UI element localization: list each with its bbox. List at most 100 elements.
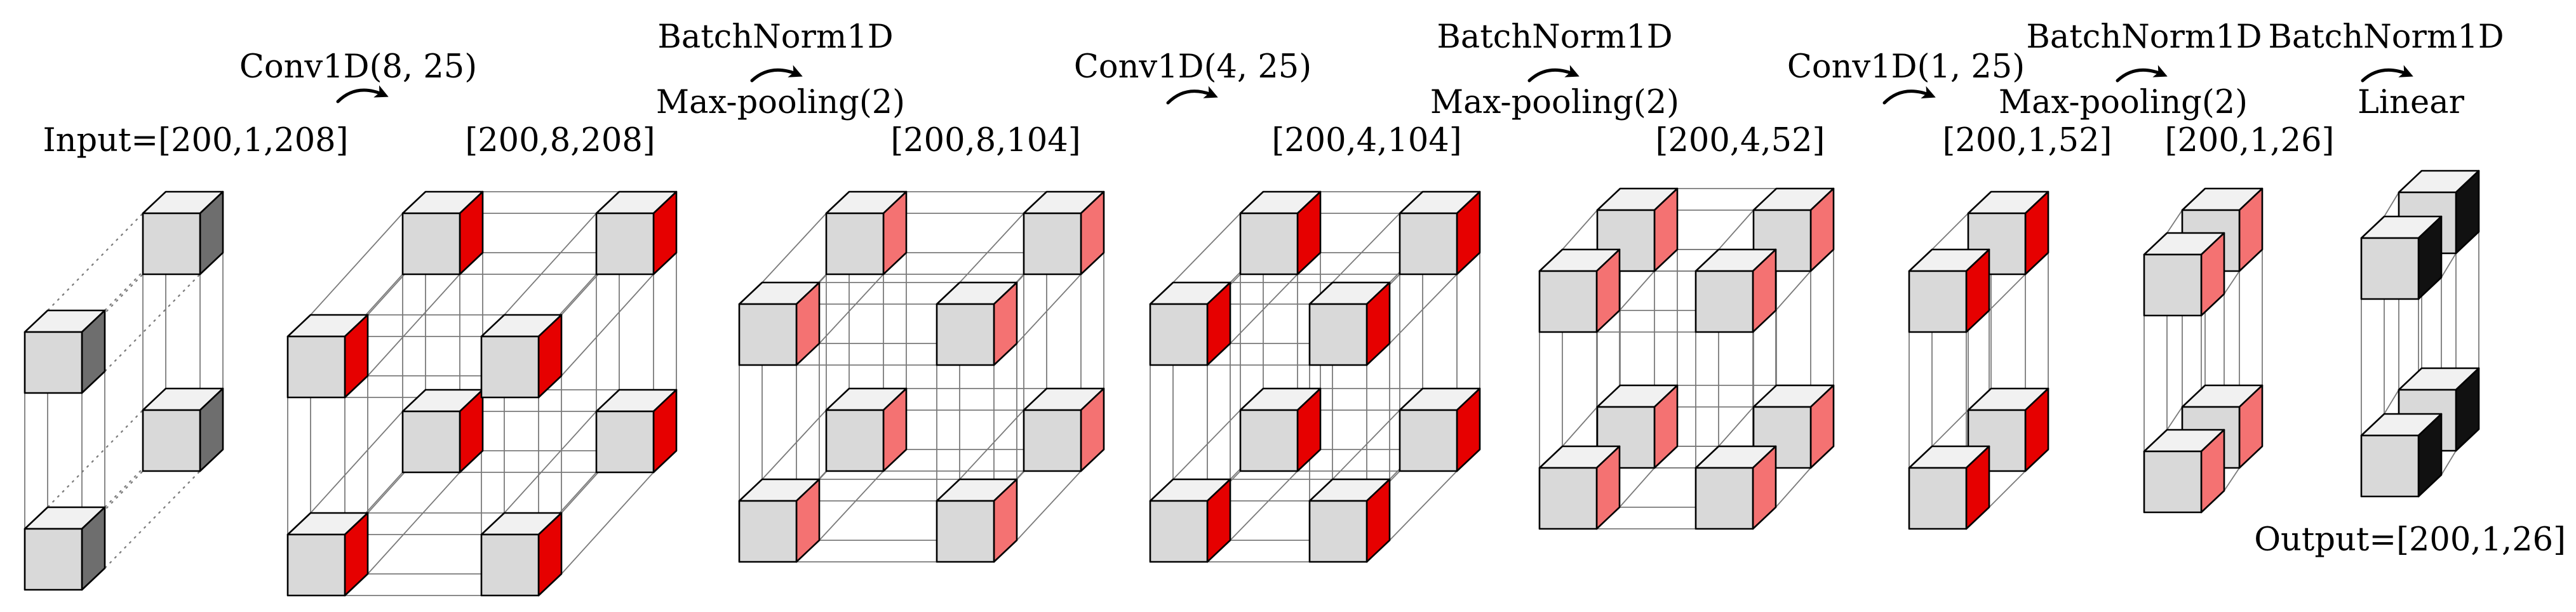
depth-connector-line: [504, 213, 597, 316]
maxpool2-label: Max-pooling(2): [1430, 84, 1679, 121]
curved-arrow-icon: [1166, 86, 1218, 105]
cube-front-face: [1149, 500, 1209, 563]
pool3-tensor-block: [2143, 187, 2264, 514]
cube: [1023, 190, 1105, 276]
cube-front-face: [1596, 406, 1656, 469]
cube: [1149, 281, 1231, 366]
conv3-tensor-block: [1908, 190, 2049, 530]
depth-connector-line: [1230, 470, 1298, 541]
pool2-tensor-block: [1538, 187, 1835, 530]
depth-connector-line: [310, 411, 403, 514]
cube: [738, 281, 821, 366]
cube-stack: [2360, 170, 2480, 498]
curved-arrow-icon: [1882, 86, 1936, 105]
tensor-blocks: [23, 170, 2480, 597]
depth-connector-line: [1989, 470, 2026, 508]
depth-connector-line: [1172, 409, 1241, 480]
pool1-shape-label: [200,8,104]: [890, 122, 1080, 159]
depth-connector-line: [504, 411, 597, 514]
curved-arrow-icon: [2116, 65, 2168, 83]
cube: [2360, 413, 2443, 498]
pool3-shape-label: [200,1,26]: [2165, 122, 2335, 159]
cube-stack: [1908, 190, 2049, 530]
cube-front-face: [738, 303, 798, 366]
cube: [825, 387, 908, 472]
curved-arrow-icon: [1527, 65, 1580, 83]
cube-front-face: [1694, 467, 1754, 530]
cube: [1908, 445, 1990, 530]
depth-connector-line: [104, 274, 201, 372]
cube-stack: [23, 190, 224, 591]
depth-connector-line: [1562, 210, 1598, 250]
cube-front-face: [401, 410, 461, 474]
cube: [1239, 190, 1322, 276]
depth-connector-line: [561, 274, 654, 376]
cube-stack: [2143, 187, 2264, 514]
cube: [1752, 187, 1835, 272]
depth-connector-line: [1775, 270, 1811, 311]
depth-connector-line: [1931, 409, 1969, 447]
depth-connector-line: [819, 470, 884, 541]
curved-arrow-icon: [2361, 65, 2413, 83]
depth-connector-line: [2441, 450, 2457, 476]
depth-connector-line: [47, 409, 144, 508]
cube-front-face: [1908, 467, 1968, 530]
depth-connector-line: [1016, 470, 1082, 541]
linear-label: Linear: [2358, 84, 2465, 121]
depth-connector-line: [1389, 470, 1458, 541]
cube-front-face: [825, 212, 885, 276]
cube-front-face: [1538, 270, 1598, 333]
depth-connector-line: [310, 213, 403, 316]
depth-connector-line: [2441, 253, 2457, 278]
depth-connector-line: [1619, 467, 1655, 508]
cube-front-face: [595, 410, 655, 474]
cube-front-face: [1908, 270, 1968, 333]
depth-connector-line: [2224, 467, 2240, 491]
depth-connector-line: [1562, 406, 1598, 447]
cube-front-face: [936, 500, 995, 563]
depth-connector-line: [2384, 192, 2399, 217]
cube: [1694, 248, 1777, 333]
cube-front-face: [2143, 450, 2203, 514]
cube-front-face: [595, 212, 655, 276]
batchnorm2-label: BatchNorm1D: [1437, 18, 1672, 56]
cube-front-face: [1239, 409, 1299, 472]
pool2-shape-label: [200,4,52]: [1656, 122, 1825, 159]
conv2-op-label: Conv1D(4, 25): [1074, 48, 1311, 86]
batchnorm1-label: BatchNorm1D: [657, 18, 893, 56]
cube: [936, 281, 1018, 366]
cube: [142, 190, 224, 276]
cube: [286, 314, 369, 399]
depth-connector-line: [1332, 213, 1400, 283]
cube: [1149, 478, 1231, 563]
depth-connector-line: [1775, 467, 1811, 508]
cube-front-face: [2143, 253, 2203, 317]
depth-connector-line: [1016, 274, 1082, 344]
depth-connector-line: [1718, 406, 1754, 447]
cube-front-face: [480, 335, 540, 399]
depth-connector-line: [1931, 213, 1969, 250]
cube: [1752, 384, 1835, 469]
depth-connector-line: [367, 472, 460, 575]
cube-front-face: [480, 533, 540, 597]
cube-front-face: [1023, 212, 1082, 276]
conv2-tensor-block: [1149, 190, 1481, 563]
maxpool3-label: Max-pooling(2): [1999, 84, 2248, 121]
cube: [2360, 215, 2443, 300]
cube-front-face: [1023, 409, 1082, 472]
depth-connector-line: [561, 472, 654, 575]
depth-connector-line: [367, 274, 460, 376]
conv1-shape-label: [200,8,208]: [465, 122, 655, 159]
cube: [595, 190, 678, 276]
conv1-tensor-block: [286, 190, 678, 597]
cube: [825, 190, 908, 276]
depth-connector-line: [2166, 210, 2183, 234]
cube-front-face: [738, 500, 798, 563]
cube-front-face: [2360, 434, 2420, 498]
conv1-op-label: Conv1D(8, 25): [239, 48, 477, 86]
cube-front-face: [1149, 303, 1209, 366]
conv2-shape-label: [200,4,104]: [1271, 122, 1461, 159]
depth-connector-line: [959, 409, 1024, 480]
cube: [401, 190, 484, 276]
